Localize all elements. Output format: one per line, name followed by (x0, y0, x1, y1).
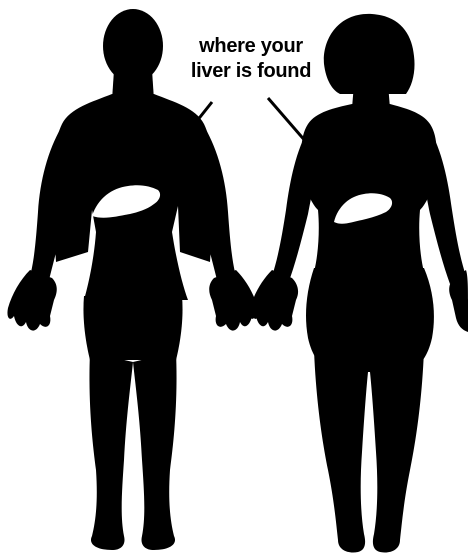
male-silhouette (7, 9, 258, 550)
liver-caption: where your liver is found (166, 34, 336, 84)
caption-line-1: where your (166, 34, 336, 59)
caption-line-2: liver is found (166, 59, 336, 84)
female-silhouette (249, 14, 468, 553)
